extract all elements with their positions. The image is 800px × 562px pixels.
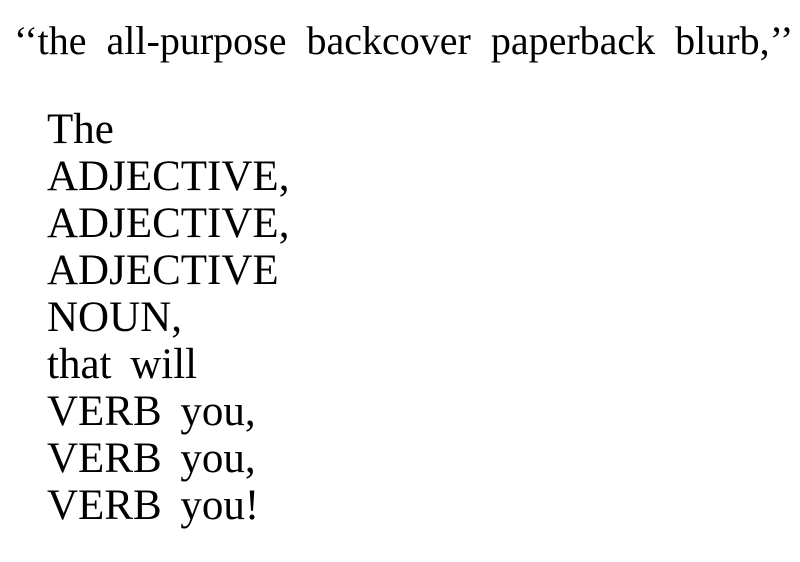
blurb-line-adjective-2: ADJECTIVE, — [47, 200, 290, 247]
blurb-line-that-will: that will — [47, 341, 198, 388]
blurb-line-adjective-3: ADJECTIVE — [47, 247, 279, 294]
blurb-line-the: The — [47, 106, 114, 153]
blurb-line-noun: NOUN, — [47, 294, 182, 341]
blurb-line-verb-1: VERB you, — [47, 388, 256, 435]
blurb-heading: ‘‘the all-purpose backcover paperback bl… — [14, 18, 794, 63]
blurb-template-lines: The ADJECTIVE, ADJECTIVE, ADJECTIVE NOUN… — [47, 106, 800, 529]
blurb-line-verb-3: VERB you! — [47, 482, 260, 529]
blurb-line-adjective-1: ADJECTIVE, — [47, 153, 290, 200]
blurb-line-verb-2: VERB you, — [47, 435, 256, 482]
